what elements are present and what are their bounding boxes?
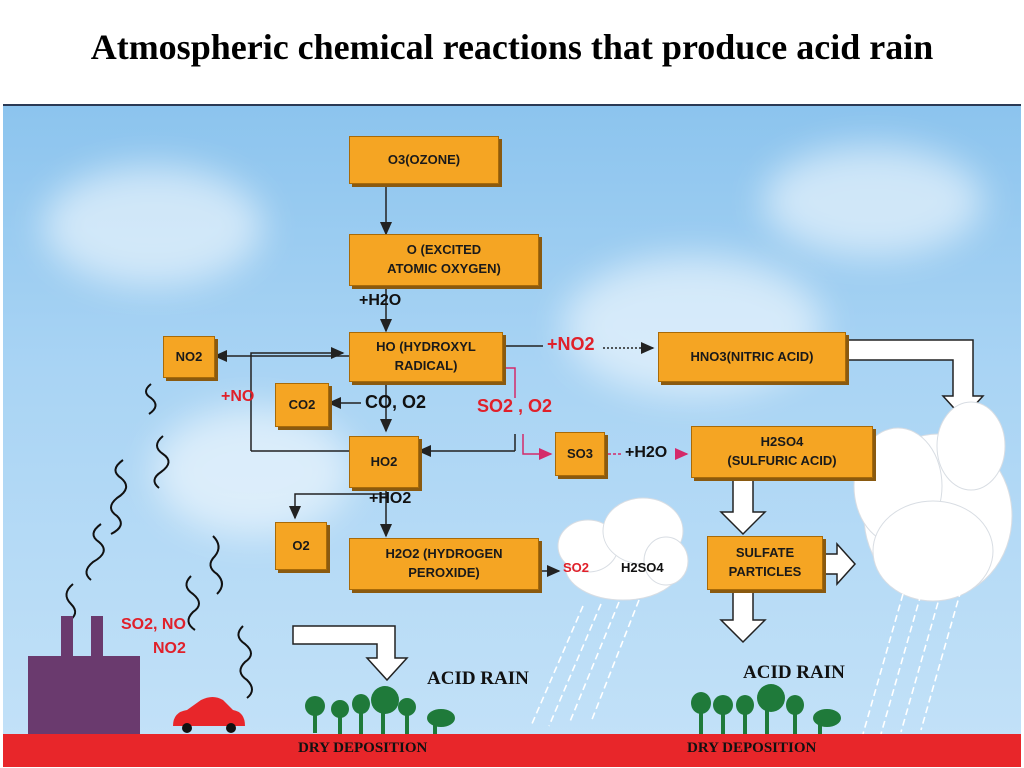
plus-no-label: +NO: [221, 388, 255, 405]
co2-label: CO2: [288, 396, 316, 412]
dry-deposition-right: DRY DEPOSITION: [687, 740, 817, 756]
o2-label: O2: [292, 537, 310, 553]
emissions-label-2: NO2: [153, 640, 186, 657]
plus-ho2-label: +HO2: [369, 490, 412, 507]
emissions-label-1: SO2, NO: [121, 616, 186, 633]
hydroxyl-radical-box: HO (HYDROXYL RADICAL): [349, 332, 503, 382]
smoke-squiggle-icon: [65, 383, 253, 699]
ozone-label: O3(OZONE): [387, 151, 461, 167]
dry-deposition-left: DRY DEPOSITION: [298, 740, 428, 756]
hollow-arrow-icon: [719, 477, 767, 536]
sulfuric-acid-box: H2SO4 (SULFURIC ACID): [691, 426, 873, 478]
excited-oxygen-label-2: ATOMIC OXYGEN): [387, 261, 501, 276]
ozone-box: O3(OZONE): [349, 136, 499, 184]
h2so4-cloud-label: H2SO4: [621, 560, 664, 575]
diagram-panel: O3(OZONE) O (EXCITED ATOMIC OXYGEN) HO (…: [3, 104, 1021, 767]
hollow-arrow-icon: [820, 542, 857, 586]
hydrogen-peroxide-box: H2O2 (HYDROGEN PEROXIDE): [349, 538, 539, 590]
hollow-arrow-icon: [719, 587, 767, 644]
o2-box: O2: [275, 522, 327, 570]
hollow-arrow-icon: [292, 625, 409, 682]
co-o2-label: CO, O2: [365, 392, 427, 412]
h2o2-label-2: PEROXIDE): [408, 565, 480, 580]
h2o2-label-1: H2O2 (HYDROGEN: [385, 546, 503, 562]
line-hydroxyl-so2: [503, 367, 516, 398]
ground-strip: [3, 734, 1021, 767]
factory-icon: [28, 616, 140, 734]
arrow-no-loop: [250, 347, 345, 451]
acid-rain-label-left: ACID RAIN: [427, 668, 529, 689]
car-icon: [173, 697, 245, 733]
sulfate-particles-box: SULFATE PARTICLES: [707, 536, 823, 590]
hollow-arrow-icon: [292, 339, 985, 682]
h2so4-label-1: H2SO4: [760, 434, 804, 450]
hydroxyl-label-2: RADICAL): [394, 358, 458, 373]
ho2-label: HO2: [370, 453, 398, 469]
cloud-icon: [557, 401, 1013, 602]
no2-label: NO2: [175, 348, 203, 364]
so2-o2-label: SO2 , O2: [477, 396, 553, 416]
diagram-graphics: [28, 184, 1013, 735]
sulfate-label-2: PARTICLES: [728, 564, 802, 579]
hno3-label: HNO3(NITRIC ACID): [690, 348, 814, 364]
arrow-ho2-o2: [289, 493, 386, 520]
rain-streaks: [530, 589, 962, 735]
arrow-so2-so3: [522, 434, 553, 460]
nitric-acid-box: HNO3(NITRIC ACID): [658, 332, 846, 382]
tree-icon: [691, 684, 841, 734]
h2so4-label-2: (SULFURIC ACID): [727, 453, 837, 468]
plus-h2o-label: +H2O: [359, 292, 402, 309]
page-title: Atmospheric chemical reactions that prod…: [90, 27, 934, 67]
so3-label: SO3: [566, 445, 593, 461]
hydroxyl-label-1: HO (HYDROXYL: [376, 339, 476, 355]
sulfate-label-1: SULFATE: [735, 545, 795, 561]
co2-box: CO2: [275, 383, 329, 427]
sky-cloud: [43, 166, 263, 286]
tree-icon: [305, 686, 455, 734]
so2-cloud-label: SO2: [563, 560, 590, 575]
excited-oxygen-label-1: O (EXCITED: [406, 242, 482, 258]
sky-cloud: [153, 406, 353, 536]
excited-oxygen-box: O (EXCITED ATOMIC OXYGEN): [349, 234, 539, 286]
plus-no2-label: +NO2: [547, 334, 595, 354]
hollow-arrow-icon: [844, 339, 985, 420]
no2-box: NO2: [163, 336, 215, 378]
ho2-box: HO2: [349, 436, 419, 488]
so3-box: SO3: [555, 432, 605, 476]
sky-cloud: [763, 146, 983, 256]
plus-h2o-sulfur-label: +H2O: [625, 444, 668, 461]
acid-rain-label-right: ACID RAIN: [743, 662, 845, 683]
